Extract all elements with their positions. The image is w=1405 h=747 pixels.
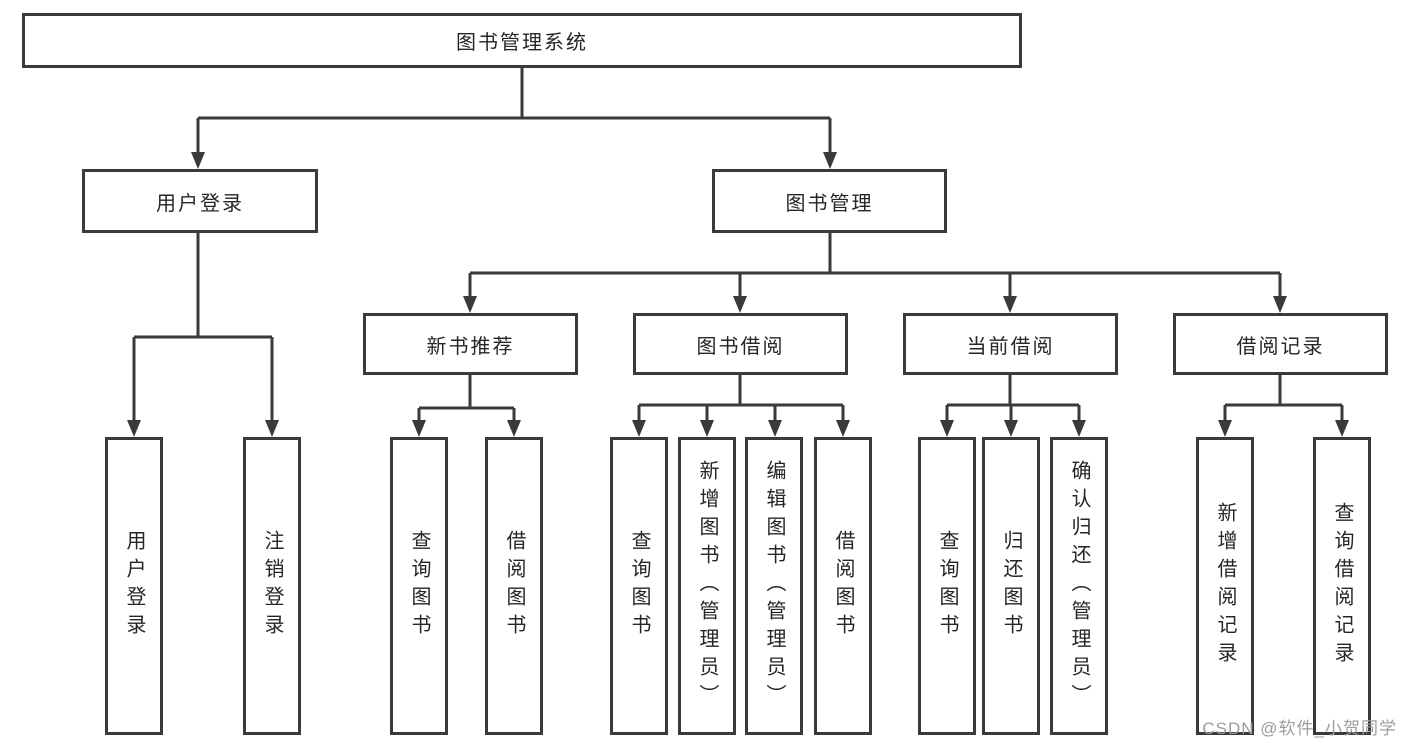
arrowhead-icon — [127, 420, 141, 437]
node-book-management: 图书管理 — [712, 169, 947, 233]
node-label: 图书管理 — [785, 192, 874, 215]
node-label: 注销登录 — [261, 530, 283, 642]
node-new-book-recommend: 新书推荐 — [363, 313, 578, 375]
arrowhead-icon — [700, 420, 714, 437]
arrowheads — [127, 152, 1349, 437]
connector-borrowing-to-children — [637, 375, 845, 422]
node-borrow-books-1: 借阅图书 — [485, 437, 543, 735]
connector-bookmgmt-to-children — [468, 233, 1282, 298]
node-user-login-leaf: 用户登录 — [105, 437, 163, 735]
node-return-books: 归还图书 — [982, 437, 1040, 735]
node-user-login: 用户登录 — [82, 169, 318, 233]
node-borrowing-records: 借阅记录 — [1173, 313, 1388, 375]
node-borrow-books-2: 借阅图书 — [814, 437, 872, 735]
node-label: 借阅图书 — [503, 530, 525, 642]
node-label: 查询图书 — [408, 530, 430, 642]
arrowhead-icon — [940, 420, 954, 437]
node-query-books-1: 查询图书 — [390, 437, 448, 735]
connector-current-to-children — [945, 375, 1081, 422]
connector-root-to-level2 — [196, 68, 832, 154]
node-label: 查询借阅记录 — [1331, 502, 1353, 670]
arrowhead-icon — [823, 152, 837, 169]
arrowhead-icon — [463, 296, 477, 313]
node-label: 确认归还（管理员） — [1068, 460, 1090, 712]
arrowhead-icon — [412, 420, 426, 437]
connector-newbook-to-children — [417, 375, 516, 422]
arrowhead-icon — [1003, 296, 1017, 313]
node-label: 借阅图书 — [832, 530, 854, 642]
node-query-borrow-record: 查询借阅记录 — [1313, 437, 1371, 735]
node-label: 图书管理系统 — [456, 32, 588, 54]
node-current-borrowing: 当前借阅 — [903, 313, 1118, 375]
node-label: 查询图书 — [936, 530, 958, 642]
node-book-borrowing: 图书借阅 — [633, 313, 848, 375]
node-query-books-2: 查询图书 — [610, 437, 668, 735]
node-confirm-return-admin: 确认归还（管理员） — [1050, 437, 1108, 735]
arrowhead-icon — [1335, 420, 1349, 437]
connector-paths — [132, 68, 1344, 422]
arrowhead-icon — [1273, 296, 1287, 313]
connector-records-to-children — [1223, 375, 1344, 422]
node-label: 新增借阅记录 — [1214, 502, 1236, 670]
node-label: 图书借阅 — [696, 335, 785, 358]
node-edit-books-admin: 编辑图书（管理员） — [745, 437, 803, 735]
node-label: 借阅记录 — [1236, 335, 1325, 358]
node-label: 用户登录 — [123, 530, 145, 642]
arrowhead-icon — [632, 420, 646, 437]
arrowhead-icon — [836, 420, 850, 437]
node-label: 新书推荐 — [426, 335, 515, 358]
node-label: 查询图书 — [628, 530, 650, 642]
arrowhead-icon — [733, 296, 747, 313]
arrowhead-icon — [507, 420, 521, 437]
arrowhead-icon — [265, 420, 279, 437]
arrowhead-icon — [191, 152, 205, 169]
arrowhead-icon — [1072, 420, 1086, 437]
node-add-books-admin: 新增图书（管理员） — [678, 437, 736, 735]
node-label: 编辑图书（管理员） — [763, 460, 785, 712]
arrowhead-icon — [768, 420, 782, 437]
node-query-books-3: 查询图书 — [918, 437, 976, 735]
node-label: 归还图书 — [1000, 530, 1022, 642]
node-label: 当前借阅 — [966, 335, 1055, 358]
node-label: 用户登录 — [156, 192, 244, 215]
node-library-system: 图书管理系统 — [22, 13, 1022, 68]
node-logout: 注销登录 — [243, 437, 301, 735]
arrowhead-icon — [1004, 420, 1018, 437]
arrowhead-icon — [1218, 420, 1232, 437]
csdn-watermark: CSDN @软件_小贺同学 — [1202, 719, 1397, 738]
node-label: 新增图书（管理员） — [696, 460, 718, 712]
connector-userlogin-to-children — [132, 233, 274, 422]
node-add-borrow-record: 新增借阅记录 — [1196, 437, 1254, 735]
